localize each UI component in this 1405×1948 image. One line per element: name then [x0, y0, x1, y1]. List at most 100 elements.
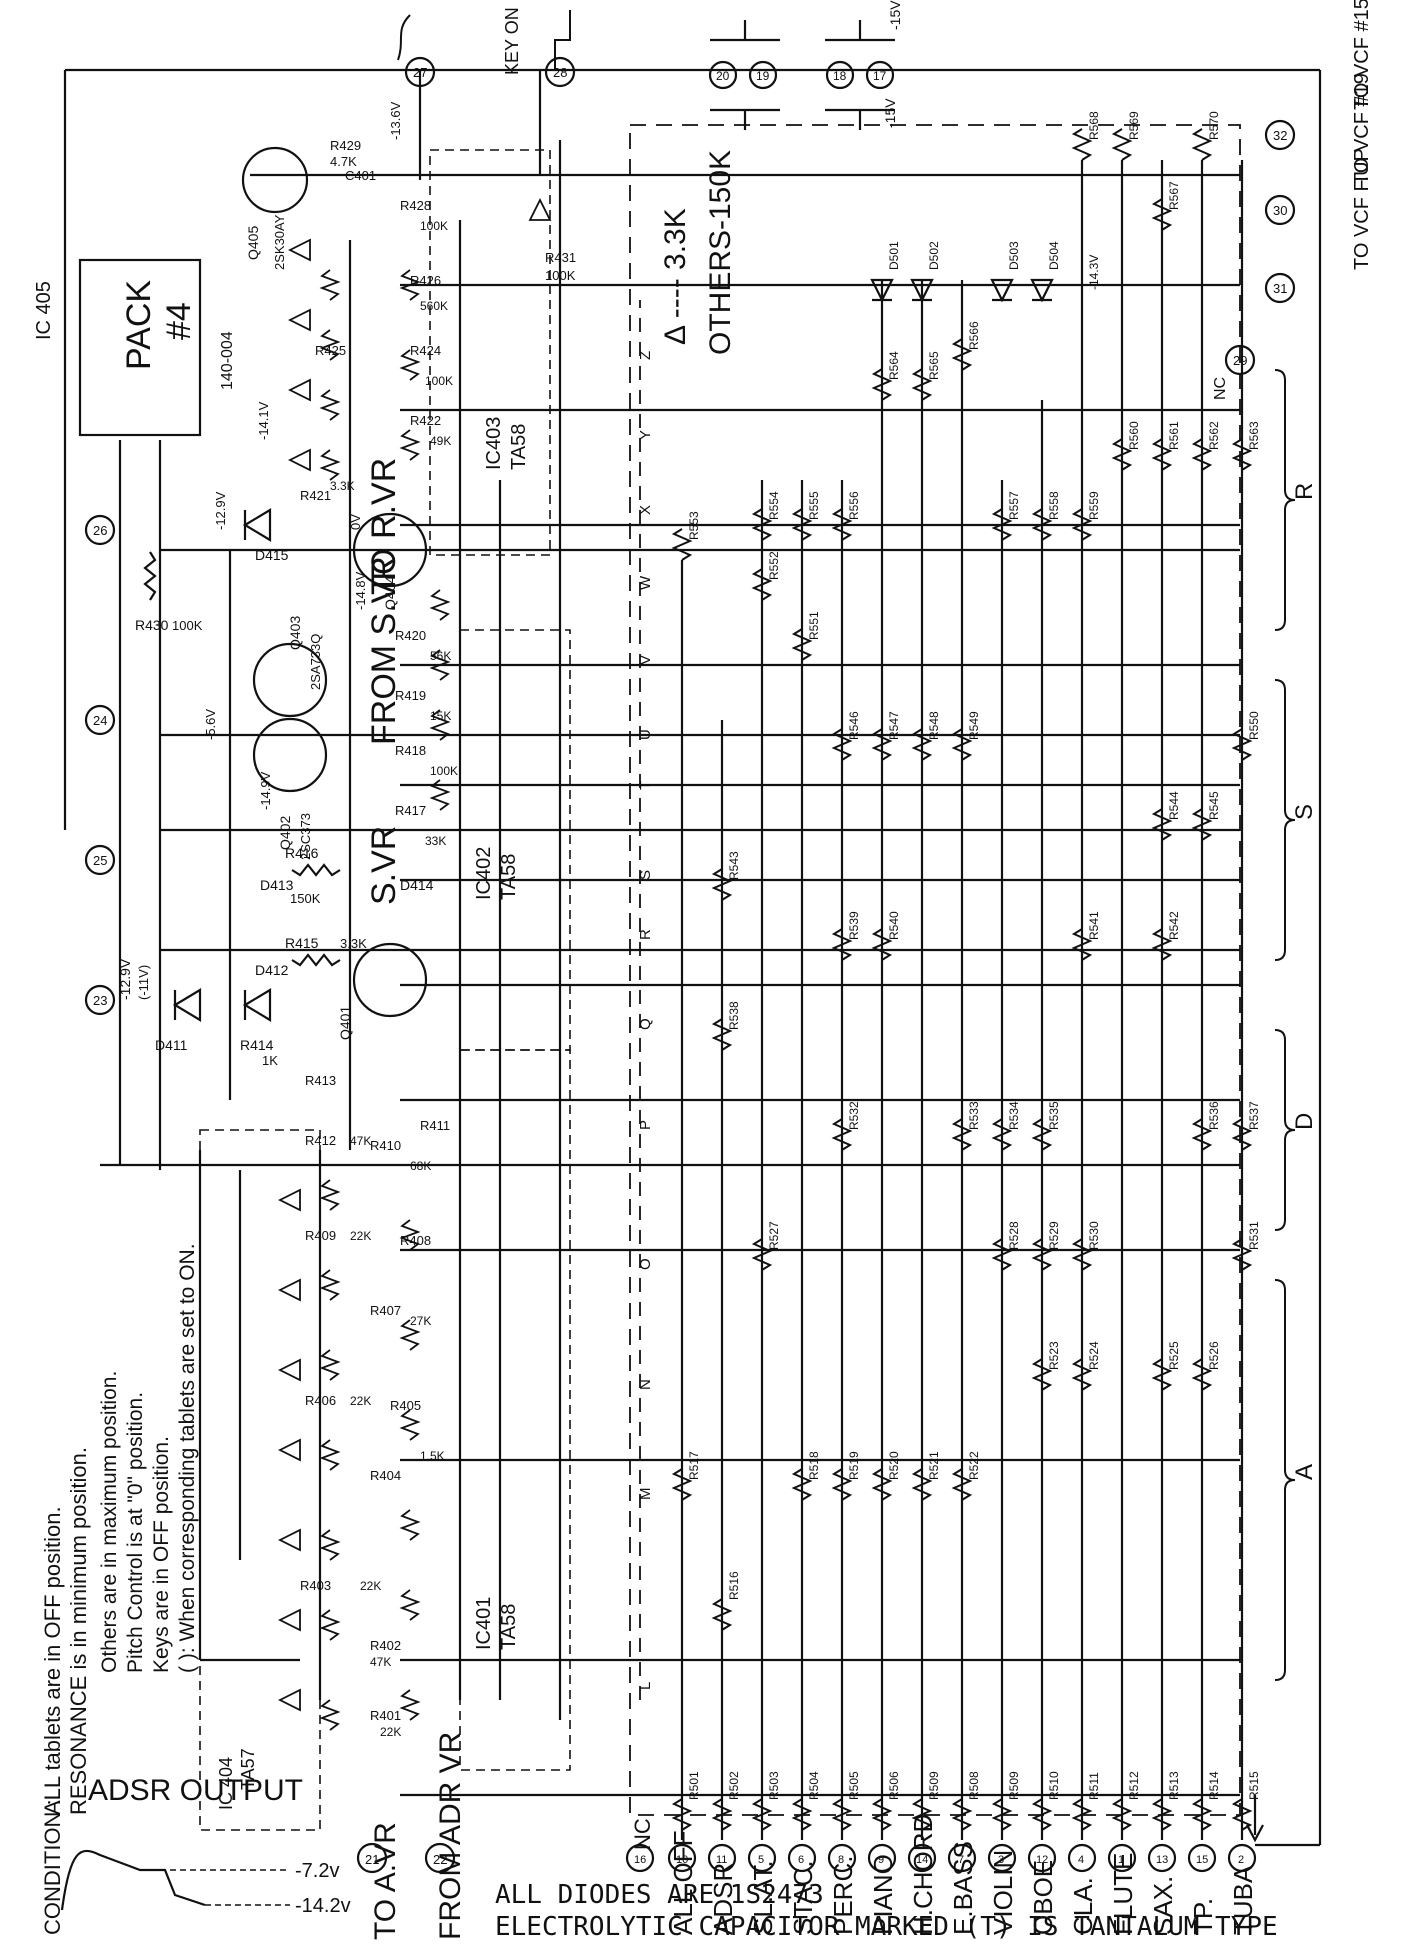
r409-label: R409 [305, 1228, 336, 1243]
pin-24-label: 24 [93, 713, 107, 728]
pin-26-label: 26 [93, 523, 107, 538]
r419-label: R419 [395, 688, 426, 703]
r528-label: R528 [1007, 1221, 1021, 1250]
d415-label: D415 [255, 547, 289, 563]
transistors: Q401 Q402 Q403 Q404 Q405 2SA733Q 2SC373 … [241, 146, 428, 1040]
q403-label: Q403 [287, 616, 303, 650]
tablet-pin-5: 8 [838, 1854, 844, 1866]
bus-Z: Z [637, 351, 654, 360]
r430-label: R430 [135, 617, 169, 633]
tablet-label-piano: PIANO [868, 1854, 898, 1935]
r429-value: 4.7K [330, 154, 357, 169]
r547-label: R547 [887, 711, 901, 740]
bus-N: N [637, 1379, 654, 1390]
r424-value: 100K [425, 374, 453, 388]
from-adr-vr-label: FROM ADR VR [434, 1732, 467, 1940]
matrix-resistors-upper [671, 128, 1253, 1631]
q402-symbol [252, 717, 328, 793]
tablet-vertical-wires [680, 160, 1244, 1840]
tablet-pin-2: 11 [716, 1854, 727, 1866]
r411-label: R411 [420, 1118, 450, 1133]
r536-label: R536 [1207, 1101, 1221, 1130]
tablet-pin-7: 14 [916, 1854, 928, 1866]
pin-30-label: 30 [1273, 203, 1287, 218]
v-148-label: -14.8V [353, 571, 368, 610]
ic405-name: IC 405 [33, 281, 55, 340]
r532-label: R532 [847, 1101, 861, 1130]
tablet-pin-row: 16 10 11 5 6 8 9 14 7 3 12 4 1 13 15 2 [625, 1843, 1257, 1873]
r413-label: R413 [305, 1073, 336, 1088]
r508-label: R508 [967, 1771, 981, 1800]
r512-label: R512 [1127, 1771, 1141, 1800]
q401-symbol [352, 942, 428, 1018]
q402-label: Q402 [277, 816, 293, 850]
tablet-label-sax: SAX. [1148, 1876, 1178, 1935]
tablet-names: NC ALL OFF ADSR SL.AT. STAC. PERC. PIANO… [630, 1814, 1258, 1935]
tablet-pin-11: 4 [1078, 1854, 1084, 1866]
ic401-ladder [277, 1179, 421, 1731]
q402-part: 2SC373 [298, 813, 313, 860]
r515-label: R515 [1247, 1771, 1261, 1800]
to-a-vr-label: TO A.VR [369, 1822, 402, 1940]
tablet-label-tuba: TUBA [1228, 1865, 1258, 1935]
tablet-pin-6: 9 [878, 1854, 884, 1866]
r403-label: R403 [300, 1578, 331, 1593]
r503-label: R503 [767, 1771, 781, 1800]
pin-21-label: 21 [365, 1852, 379, 1867]
r420-value: 56K [430, 649, 451, 663]
r406-label: R406 [305, 1393, 336, 1408]
r429-label: R429 [330, 138, 361, 153]
r417-label: R417 [395, 803, 426, 818]
supply-neg15-top: -15V [887, 0, 903, 30]
ic-labels: IC401 TA58 IC402 TA58 IC403 TA58 IC 404 … [216, 417, 530, 1810]
r539-label: R539 [847, 911, 861, 940]
q404-symbol [352, 512, 428, 588]
r510-label: R510 [1047, 1771, 1061, 1800]
bracket-r-label: R [1291, 483, 1318, 500]
bus-L: L [637, 1682, 654, 1690]
bus-letter-column: L M N O P Q R S T U V W X Y Z [637, 300, 654, 1700]
misc-resistors: R430 100K R416 150K R415 3.3K R414 1K R4… [135, 138, 576, 1068]
r517-label: R517 [687, 1451, 701, 1480]
horizontal-rails [100, 173, 1240, 1797]
tablet-pin-9: 3 [998, 1854, 1004, 1866]
r406-value: 22K [350, 1394, 371, 1408]
tablet-label-cla: CLA. [1068, 1877, 1098, 1935]
r568-label: R568 [1087, 111, 1101, 140]
r421-label: R421 [300, 488, 331, 503]
r407-value: 27K [410, 1314, 431, 1328]
r407-label: R407 [370, 1303, 401, 1318]
ic-dashed-boxes [199, 149, 571, 1831]
r431-label: R431 [545, 250, 576, 265]
r516-label: R516 [727, 1571, 741, 1600]
r506-label: R506 [887, 1771, 901, 1800]
matrix-resistors-row1 [671, 1798, 1253, 1831]
r545-label: R545 [1207, 791, 1221, 820]
condition-line-1: ALL tablets are in OFF position. [40, 1506, 65, 1815]
r505-label: R505 [847, 1771, 861, 1800]
condition-line-2: RESONANCE is in minimum position. [66, 1447, 91, 1815]
r522-label: R522 [967, 1451, 981, 1480]
tablet-pin-0: 16 [634, 1854, 646, 1866]
ic403-part: TA58 [508, 424, 530, 470]
r556-label: R556 [847, 491, 861, 520]
condition-notes: CONDITION : ALL tablets are in OFF posit… [40, 1243, 199, 1935]
matrix-resistor-row1-labels: R501 R502 R503 R504 R505 R506 R509 R508 … [687, 1771, 1261, 1800]
to-vcf-fup-label: TO VCF F.UP [1351, 148, 1373, 270]
r524-label: R524 [1087, 1341, 1101, 1370]
r428-value: 100K [420, 219, 448, 233]
tablet-label-all-off: ALL OFF [668, 1830, 698, 1935]
adsr-title: ADSR OUTPUT [88, 1774, 303, 1807]
r415-value: 3.3K [340, 936, 367, 951]
r544-label: R544 [1167, 791, 1181, 820]
q403-part: 2SA733Q [308, 634, 323, 690]
pin-28-label: 28 [553, 65, 567, 80]
r410-value: 68K [410, 1159, 431, 1173]
pin-22-label: 22 [433, 1852, 447, 1867]
r559-label: R559 [1087, 491, 1101, 520]
pin-18 [825, 60, 855, 90]
d501-label: D501 [887, 241, 901, 270]
bus-R: R [637, 929, 654, 940]
r551-label: R551 [807, 611, 821, 640]
pin-29-label: 29 [1233, 353, 1247, 368]
